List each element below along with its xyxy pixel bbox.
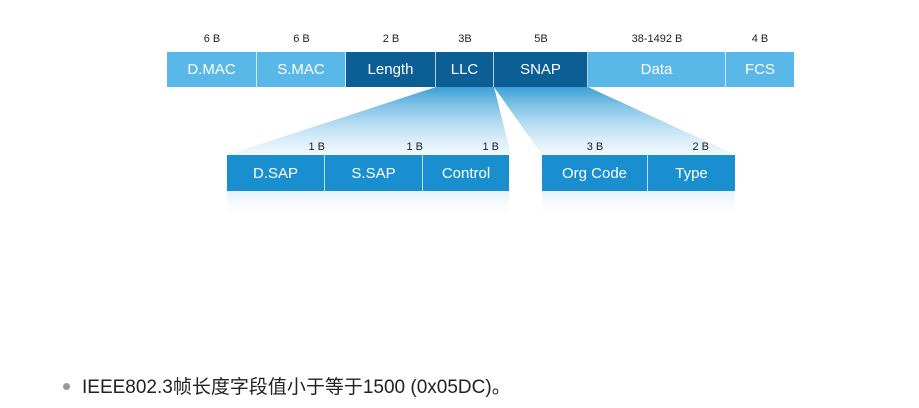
frame-field-smac: S.MAC (257, 52, 346, 87)
size-label-smac: 6 B (293, 33, 310, 45)
frame-field-snap: SNAP (494, 52, 588, 87)
frame-field-data: Data (588, 52, 726, 87)
frame-field-llc: LLC (436, 52, 494, 87)
size-label-length: 2 B (382, 33, 400, 45)
snap-field-type: Type (648, 155, 735, 191)
llc-field-dsap: D.SAP (227, 155, 325, 191)
snap-funnel (494, 87, 736, 155)
llc-funnel (227, 87, 511, 155)
size-label-dsap: 1 B (308, 141, 325, 153)
size-label-data: 38-1492 B (631, 33, 683, 45)
size-label-org-code: 3 B (586, 141, 604, 153)
llc-field-control: Control (423, 155, 509, 191)
size-label-dmac: 6 B (203, 33, 221, 45)
frame-field-fcs: FCS (726, 52, 794, 87)
size-label-llc: 3B (458, 33, 472, 45)
frame-field-dmac: D.MAC (167, 52, 257, 87)
size-label-ssap: 1 B (406, 141, 423, 153)
size-label-snap: 5B (534, 33, 548, 45)
size-label-fcs: 4 B (751, 33, 769, 45)
size-label-control: 1 B (482, 141, 499, 153)
snap-reflection (542, 191, 735, 219)
bullet-dot (63, 383, 70, 390)
size-label-type: 2 B (692, 141, 709, 153)
llc-reflection (227, 191, 509, 219)
snap-field-org-code: Org Code (542, 155, 648, 191)
frame-field-length: Length (346, 52, 436, 87)
llc-field-ssap: S.SAP (325, 155, 423, 191)
bullet-note: IEEE802.3帧长度字段值小于等于1500 (0x05DC)。 (82, 377, 511, 398)
